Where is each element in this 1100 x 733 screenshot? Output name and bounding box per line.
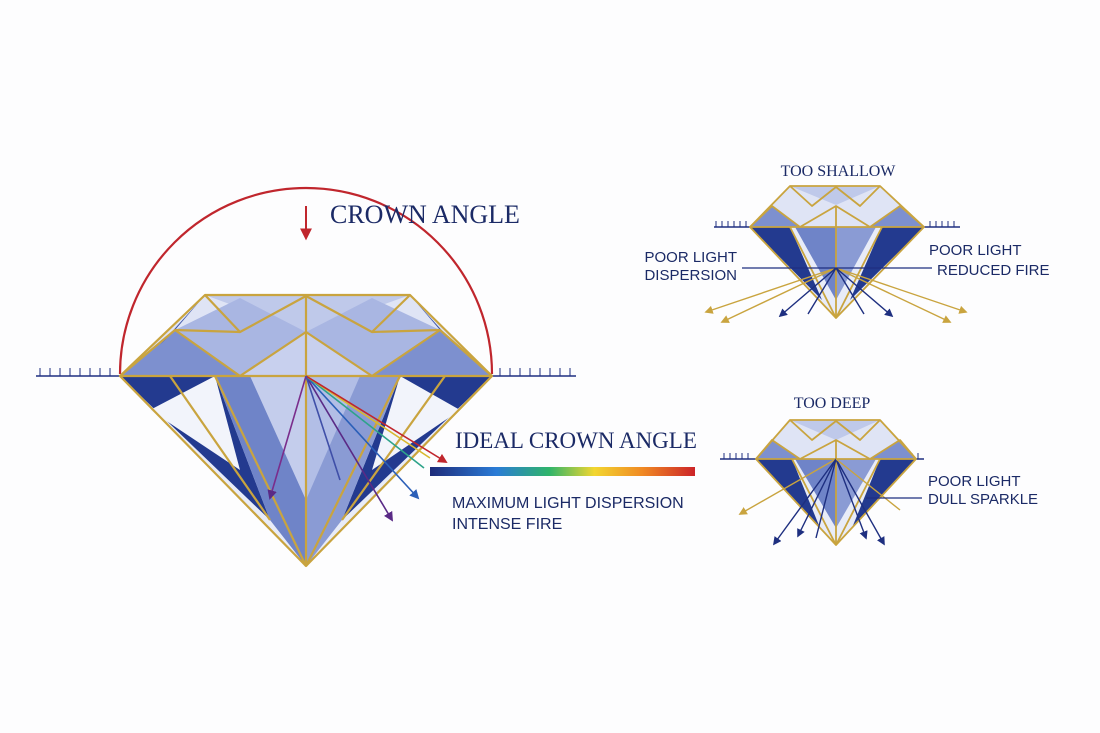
- spectrum-bar: [430, 467, 695, 476]
- shallow-title: TOO SHALLOW: [781, 163, 897, 180]
- shallow-right-line1: POOR LIGHT: [929, 242, 1022, 259]
- ideal-caption-line2: INTENSE FIRE: [452, 516, 562, 533]
- ideal-caption-line1: MAXIMUM LIGHT DISPERSION: [452, 495, 684, 512]
- deep-diamond: [720, 419, 924, 546]
- ideal-crown-angle-title: IDEAL CROWN ANGLE: [455, 428, 697, 453]
- main-light-rays: [267, 375, 448, 522]
- crown-angle-title: CROWN ANGLE: [330, 200, 520, 229]
- shallow-left-line1: POOR LIGHT: [644, 249, 737, 266]
- shallow-right-line2: REDUCED FIRE: [937, 262, 1050, 279]
- shallow-left-line2: DISPERSION: [644, 267, 737, 284]
- crown-angle-arc: [118, 186, 494, 375]
- deep-right-line2: DULL SPARKLE: [928, 491, 1038, 508]
- main-diamond: [36, 186, 576, 568]
- deep-right-line1: POOR LIGHT: [928, 473, 1021, 490]
- deep-title: TOO DEEP: [794, 395, 871, 412]
- shallow-diamond: [704, 185, 968, 323]
